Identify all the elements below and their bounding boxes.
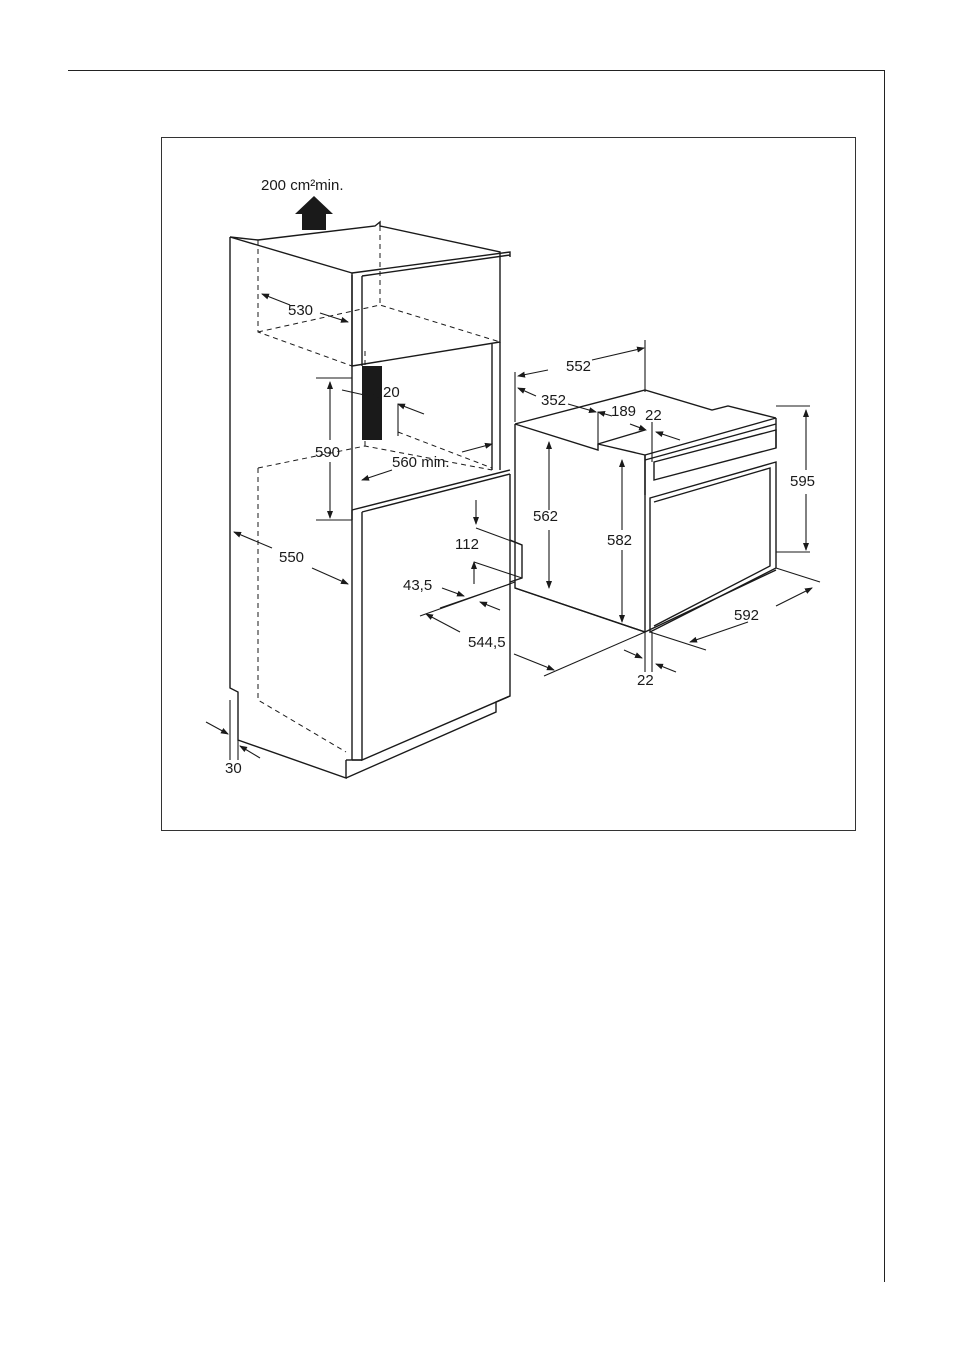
ventilation-gap-strip (362, 366, 382, 440)
vent-arrow-icon (295, 196, 333, 230)
dim-352-label: 352 (541, 392, 566, 409)
dimension-lines (205, 293, 821, 760)
cabinet-drawing (229, 220, 523, 779)
dim-189-label: 189 (611, 403, 636, 420)
dim-530-label: 530 (288, 302, 313, 319)
dim-544-5-label: 544,5 (468, 634, 506, 651)
diagram-frame (161, 137, 856, 831)
dim-550-label: 550 (279, 549, 304, 566)
dim-562-label: 562 (533, 508, 558, 525)
page-right-rule (884, 70, 885, 1282)
dim-20-label: 20 (383, 384, 400, 401)
dim-22-top-label: 22 (645, 407, 662, 424)
vent-label: 200 cm²min. (261, 177, 344, 194)
oven-drawing (514, 389, 777, 634)
dim-590-label: 590 (315, 444, 340, 461)
dim-30-label: 30 (225, 760, 242, 777)
dim-592-label: 592 (734, 607, 759, 624)
dim-112-label: 112 (455, 536, 479, 553)
dim-22-bottom-label: 22 (637, 672, 654, 689)
dim-560-label: 560 min. (392, 454, 450, 471)
page-top-rule (68, 70, 885, 71)
dim-552-label: 552 (566, 358, 591, 375)
dim-43-5-label: 43,5 (403, 577, 432, 594)
dim-595-label: 595 (790, 473, 815, 490)
dim-582-label: 582 (607, 532, 632, 549)
